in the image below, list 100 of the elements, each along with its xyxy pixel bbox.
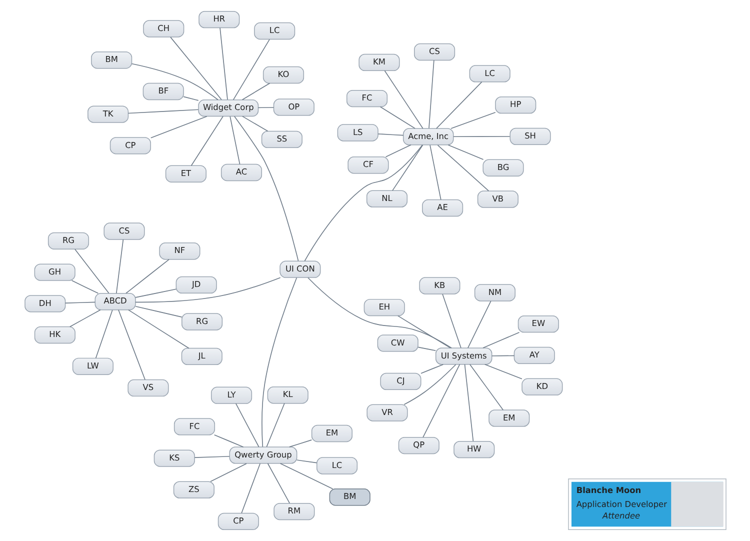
- connector: [190, 116, 223, 166]
- node-box: Acme, Inc: [402, 128, 454, 146]
- node-box: JL: [180, 348, 222, 366]
- connector: [257, 107, 274, 108]
- connector: [242, 116, 268, 132]
- node-box: AY: [513, 346, 554, 364]
- node-box: RG: [181, 313, 222, 330]
- node-box: AC: [220, 164, 262, 182]
- node-box: UI Systems: [434, 348, 492, 365]
- node-box: LS: [336, 124, 378, 142]
- connector: [266, 463, 290, 504]
- node-box: HR: [198, 10, 240, 28]
- connector: [150, 116, 207, 138]
- connector: [384, 144, 411, 158]
- connector: [70, 280, 98, 294]
- connector: [213, 434, 244, 448]
- connector: [170, 36, 222, 100]
- connector: [379, 106, 415, 129]
- node-box: CP: [217, 512, 258, 530]
- connector: [429, 144, 441, 200]
- node-box: Widget Corp: [198, 100, 258, 117]
- node-box: UI CON: [279, 260, 320, 278]
- node-box: EM: [310, 424, 352, 442]
- connector: [435, 82, 482, 129]
- connector: [469, 364, 504, 410]
- node-box: SS: [260, 130, 302, 148]
- connector: [397, 315, 450, 348]
- node-box: CW: [376, 334, 418, 352]
- node-box: FC: [346, 90, 388, 108]
- node-box: CF: [347, 156, 388, 174]
- node-box: OP: [272, 98, 314, 116]
- connector: [219, 27, 228, 100]
- connector: [94, 310, 112, 359]
- node-box: HW: [453, 440, 494, 458]
- node-box: TK: [87, 106, 128, 123]
- connector: [428, 60, 434, 129]
- connector: [134, 306, 182, 318]
- node-box: BF: [142, 82, 184, 100]
- node-box: EH: [363, 298, 404, 316]
- node-box: KM: [358, 54, 400, 72]
- connector: [64, 302, 95, 304]
- connector: [420, 364, 444, 374]
- connector: [288, 440, 312, 448]
- connector: [131, 63, 218, 100]
- node-box: CS: [103, 222, 144, 240]
- connector: [74, 248, 109, 294]
- node-box: LC: [254, 22, 295, 40]
- node-box: ET: [164, 165, 206, 182]
- connector: [422, 364, 460, 438]
- node-box: NL: [366, 190, 408, 208]
- connector: [240, 463, 260, 514]
- connector: [194, 456, 230, 458]
- connector: [68, 309, 100, 328]
- node-box: LC: [316, 457, 358, 474]
- connector: [261, 277, 297, 448]
- connector: [307, 277, 452, 348]
- connector: [118, 310, 145, 380]
- connector: [304, 144, 422, 262]
- connector: [403, 364, 456, 405]
- connector: [229, 116, 240, 165]
- connector: [452, 136, 510, 138]
- node-box: QP: [398, 436, 439, 454]
- node-box: LC: [468, 65, 510, 82]
- node-box: RG: [47, 232, 89, 250]
- node-box: BM: [90, 52, 132, 69]
- node-box: DH: [24, 295, 66, 312]
- node-box: LW: [72, 358, 113, 375]
- connector: [296, 460, 317, 464]
- connector: [115, 239, 124, 294]
- node-box: VR: [366, 404, 408, 422]
- node-box: Qwerty Group: [228, 446, 297, 464]
- connector: [417, 346, 436, 352]
- node-box: SH: [509, 128, 550, 146]
- connector: [266, 402, 284, 448]
- node-box: CH: [142, 20, 184, 38]
- connector: [134, 288, 176, 298]
- node-box: AE: [422, 199, 463, 217]
- connector: [467, 300, 491, 348]
- node-box: KL: [266, 386, 308, 404]
- node-box: EM: [488, 410, 530, 427]
- node-box: HK: [34, 326, 75, 344]
- node-box: HP: [494, 96, 536, 114]
- node-box: GH: [34, 264, 75, 281]
- node-box: KD: [521, 378, 562, 396]
- connector: [125, 259, 169, 294]
- connector: [377, 134, 404, 136]
- connector: [442, 294, 461, 348]
- node-box: ABCD: [94, 293, 136, 310]
- connector: [482, 332, 520, 348]
- node-box: NF: [158, 242, 200, 260]
- connector: [234, 116, 298, 262]
- connector: [232, 39, 270, 100]
- connector: [234, 403, 259, 448]
- node-box: KB: [418, 277, 460, 294]
- node-box: BG: [482, 159, 524, 176]
- connector: [210, 463, 246, 482]
- node-box: EW: [517, 316, 558, 333]
- connector: [450, 112, 496, 129]
- node-box: FC: [173, 418, 215, 436]
- node-box: BM: [328, 488, 370, 506]
